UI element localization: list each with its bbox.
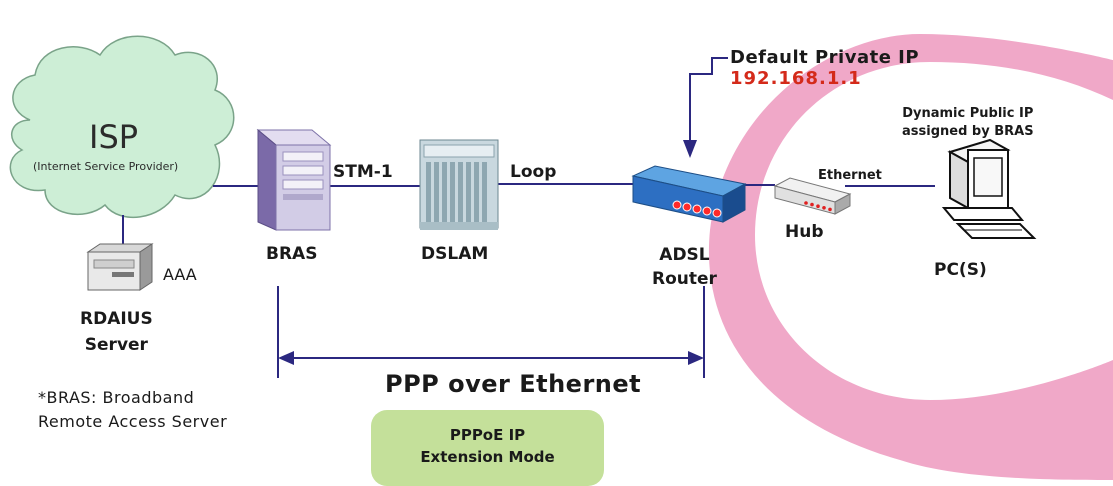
dslam-label: DSLAM <box>421 244 489 264</box>
bras-footnote-line1: *BRAS: Broadband <box>38 388 195 407</box>
ethernet-link-label: Ethernet <box>818 168 882 183</box>
radius-label-line2: Server <box>84 335 148 355</box>
aaa-label: AAA <box>163 265 197 284</box>
ppp-arrow-right <box>688 351 704 365</box>
radius-label-line1: RDAIUS <box>80 309 153 329</box>
adsl-label-line1: ADSL <box>659 245 710 265</box>
adsl-router-label: ADSL Router <box>652 243 717 291</box>
loop-link-label: Loop <box>510 162 557 182</box>
hub-label: Hub <box>785 222 824 242</box>
bras-footnote: *BRAS: Broadband Remote Access Server <box>38 386 227 434</box>
radius-server-icon <box>86 243 154 291</box>
bras-label: BRAS <box>266 244 318 264</box>
private-ip-arrow <box>683 140 697 158</box>
pppoe-mode-box <box>371 410 604 486</box>
dynamic-ip-label: Dynamic Public IP assigned by BRAS <box>902 105 1034 141</box>
private-ip-pointer <box>689 57 728 142</box>
bras-server-icon <box>256 128 332 231</box>
default-private-ip-value: 192.168.1.1 <box>730 68 862 89</box>
dynamic-ip-line1: Dynamic Public IP <box>902 106 1034 121</box>
hub-icon <box>773 177 852 215</box>
adsl-router-icon <box>631 165 747 223</box>
isp-subtitle: (Internet Service Provider) <box>33 160 179 173</box>
pppoe-mode-line1: PPPoE IP <box>449 426 526 444</box>
pc-icon <box>941 138 1037 239</box>
stm-link-label: STM-1 <box>333 162 393 182</box>
pppoe-mode-line2: Extension Mode <box>420 448 555 466</box>
adsl-label-line2: Router <box>652 269 717 289</box>
pppoe-mode-label: PPPoE IP Extension Mode <box>371 424 604 468</box>
dynamic-ip-line2: assigned by BRAS <box>902 124 1034 139</box>
radius-server-label: RDAIUS Server <box>80 306 153 358</box>
default-private-ip-label: Default Private IP <box>730 47 920 68</box>
bras-footnote-line2: Remote Access Server <box>38 412 228 431</box>
lan-ring <box>708 34 1113 480</box>
ppp-over-ethernet-label: PPP over Ethernet <box>385 370 642 398</box>
isp-cloud <box>9 35 235 219</box>
dslam-icon <box>419 139 499 230</box>
connection-lines <box>122 57 935 378</box>
ppp-arrow-left <box>278 351 294 365</box>
isp-title: ISP <box>89 118 139 156</box>
pcs-label: PC(S) <box>934 260 987 280</box>
